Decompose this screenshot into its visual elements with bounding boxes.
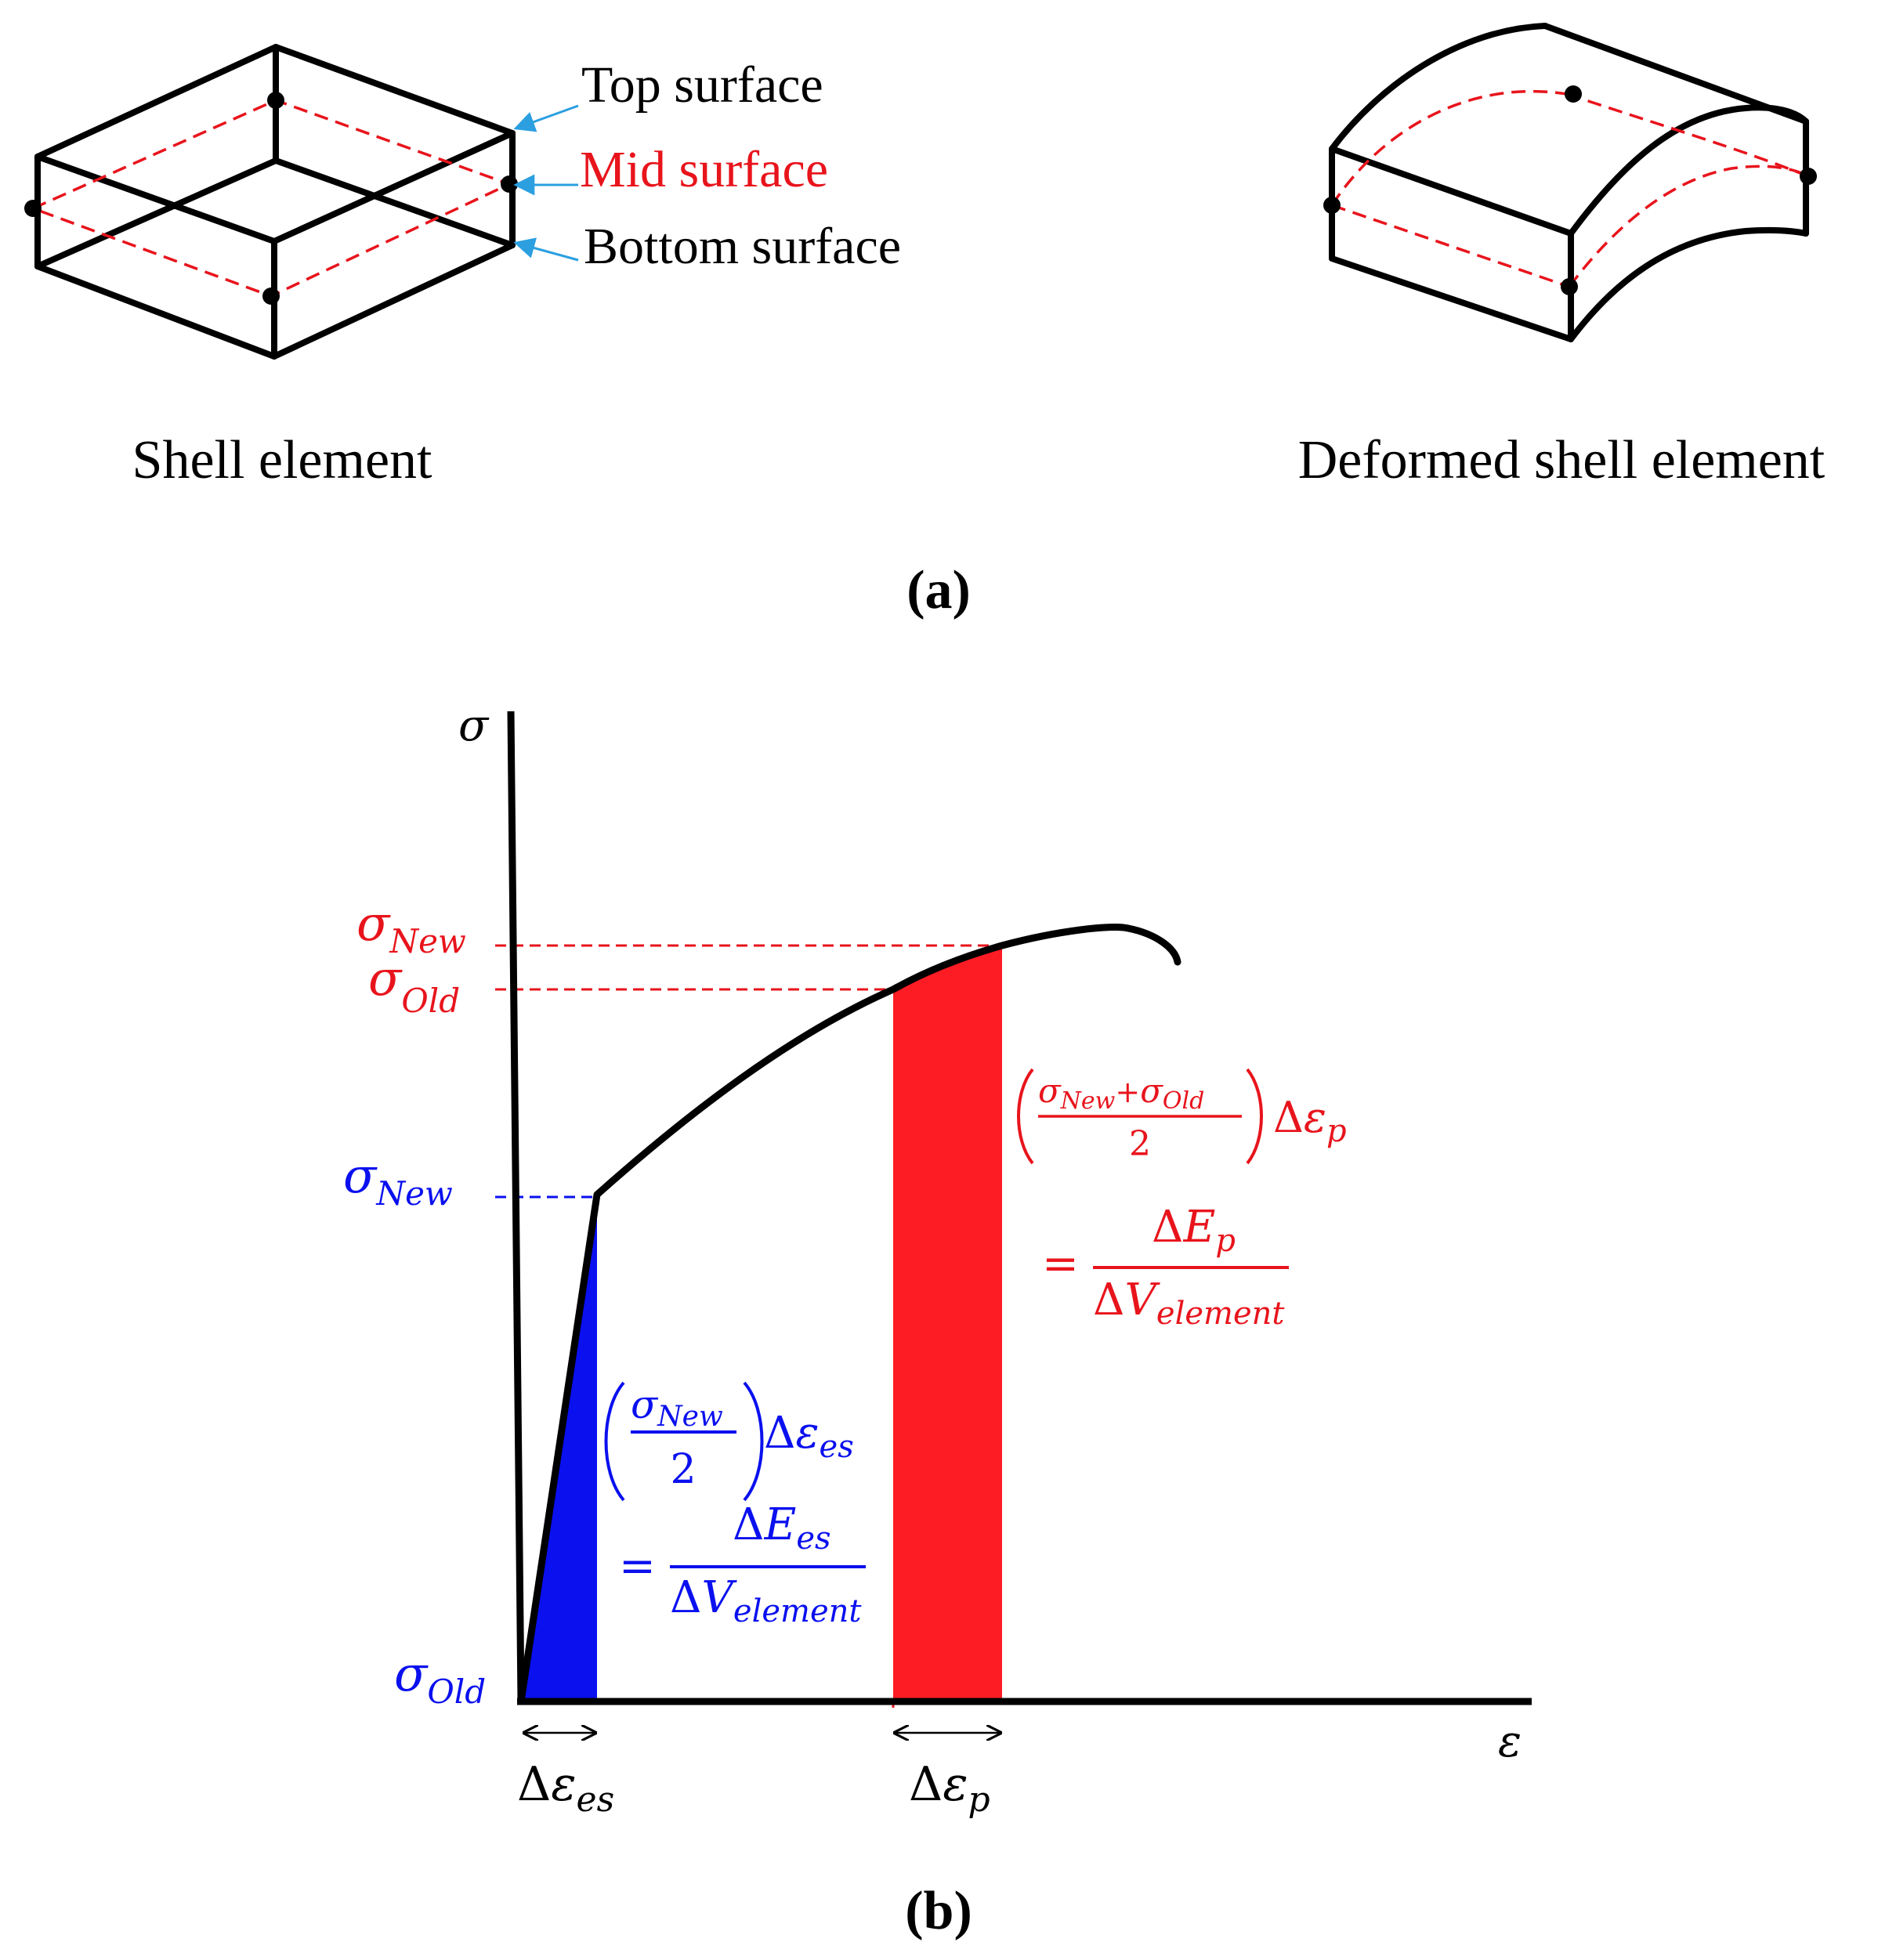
sigma-old-plastic-label: σOld [368,949,460,1020]
elastic-ratio-numerator: ΔEes [733,1499,831,1557]
node-left [1323,197,1341,214]
node-left [24,200,42,217]
deformed-shell-element-caption: Deformed shell element [1298,430,1826,490]
shell-element-caption: Shell element [132,430,433,490]
elastic-formula-denominator: 2 [670,1446,696,1493]
mid-surface-back-line [1566,92,1809,178]
plastic-formula-denominator: 2 [1129,1124,1151,1164]
panel-b: σ ε σNew σOld σNew σOld Δεes Δεp σNew 2 … [343,700,1532,1941]
hidden-edge-right [273,157,516,248]
plastic-increment-label: Δεp [909,1757,990,1820]
node-front [1561,278,1578,295]
plastic-formula-factor: Δεp [1273,1093,1347,1149]
right-paren [1246,1068,1263,1165]
node-back [267,92,284,109]
bottom-surface-arrow [513,237,579,262]
panel-a: Top surface Mid surface Bottom surface S… [24,23,1826,620]
bottom-surface-label: Bottom surface [584,218,901,275]
deformed-shell-drawing [1329,23,1809,342]
mid-surface-front-line [1331,204,1570,288]
plastic-formula-numerator: σNew+σOld [1038,1072,1204,1115]
plastic-ratio-numerator: ΔEp [1152,1202,1236,1259]
node-front [262,287,280,305]
mid-surface-left-curve [1330,89,1568,206]
elastic-formula-factor: Δεes [764,1408,854,1465]
panel-a-label: (a) [906,560,971,620]
leader-arrows [513,104,579,262]
x-axis-symbol: ε [1498,1716,1522,1767]
sigma-new-plastic-label: σNew [356,895,466,960]
mid-surface-label: Mid surface [580,141,828,198]
deformed-top-front-curve [1568,104,1809,237]
elastic-formula-equals: = [619,1541,656,1592]
deformed-front-face [1329,146,1574,342]
plastic-formula-equals: = [1042,1239,1079,1289]
left-paren [1017,1068,1034,1165]
node-right [1800,168,1817,185]
right-paren [743,1381,764,1502]
panel-b-label: (b) [905,1881,972,1941]
hidden-edge-left [34,157,279,269]
node-back [1565,85,1582,103]
sigma-old-elastic-label: σOld [394,1645,486,1711]
elastic-ratio-denominator: ΔVelement [670,1572,862,1629]
left-paren [604,1381,625,1502]
node-right [501,175,518,193]
y-axis-symbol: σ [458,700,490,751]
plastic-ratio-denominator: ΔVelement [1093,1275,1285,1332]
bottom-edges [34,242,516,360]
elastic-energy-formula: σNew 2 Δεes = ΔEes ΔVelement [604,1381,866,1629]
deformed-mid-surface [1330,89,1809,288]
sigma-new-elastic-label: σNew [343,1147,453,1213]
plastic-energy-formula: σNew+σOld 2 Δεp = ΔEp ΔVelement [1017,1068,1347,1332]
top-surface-label: Top surface [581,56,823,114]
stress-strain-curve [517,924,1181,1705]
deformed-nodes [1323,85,1817,295]
elastic-increment-label: Δεes [517,1757,614,1820]
y-axis [507,711,525,1702]
deformed-right-face-bottom [1568,226,1809,342]
mid-surface-right-curve [1568,165,1809,288]
top-surface-arrow [513,104,579,132]
plastic-energy-area [893,946,1002,1701]
deformed-top-left-curve [1329,23,1548,152]
elastic-formula-numerator: σNew [631,1382,723,1433]
